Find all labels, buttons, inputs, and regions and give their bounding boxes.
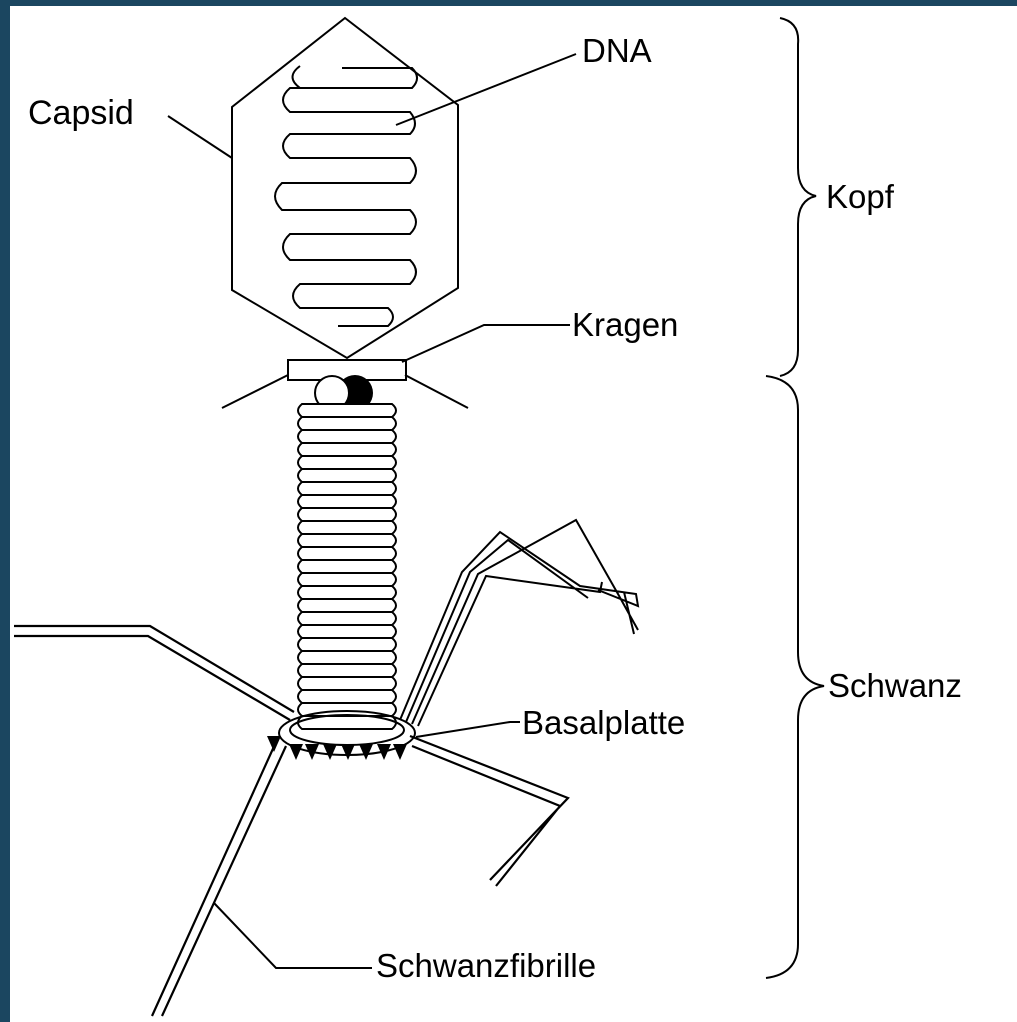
- sheath-ring: [298, 508, 396, 521]
- sheath-ring: [298, 456, 396, 469]
- sheath-ring: [298, 521, 396, 534]
- sheath-ring: [298, 560, 396, 573]
- sheath-ring: [298, 625, 396, 638]
- sheath-ring: [298, 534, 396, 547]
- sheath-ring: [298, 599, 396, 612]
- collar-whisker-right: [405, 375, 468, 408]
- sheath-ring: [298, 482, 396, 495]
- sheath-ring: [298, 430, 396, 443]
- tail-fiber-right-lower: [410, 736, 568, 886]
- label-capsid: Capsid: [28, 94, 134, 132]
- label-schwanzfibrille: Schwanzfibrille: [376, 947, 596, 984]
- sheath-ring: [298, 690, 396, 703]
- sheath-ring: [298, 469, 396, 482]
- tail-fiber-left-lower: [152, 742, 286, 1016]
- sheath-ring: [298, 573, 396, 586]
- baseplate-spike: [359, 744, 373, 760]
- label-dna: DNA: [582, 32, 652, 69]
- leader-capsid: [168, 116, 232, 158]
- label-kopf: Kopf: [826, 178, 895, 215]
- sheath-ring: [298, 677, 396, 690]
- sheath-ring: [298, 495, 396, 508]
- sheath-ring: [298, 417, 396, 430]
- collar-whisker-left: [222, 375, 288, 408]
- label-schwanz: Schwanz: [828, 667, 962, 704]
- leader-kragen: [402, 325, 570, 362]
- sheath-ring: [298, 404, 396, 417]
- baseplate-spike: [323, 744, 337, 760]
- sheath-ring: [298, 612, 396, 625]
- tail-sheath: [298, 404, 396, 729]
- sheath-ring: [298, 586, 396, 599]
- sheath-ring: [298, 547, 396, 560]
- brace-schwanz: [766, 376, 824, 978]
- baseplate-spike: [289, 744, 303, 760]
- dna-strand: [275, 66, 417, 326]
- baseplate-spike: [393, 744, 407, 760]
- sheath-ring: [298, 651, 396, 664]
- leader-schwanzfibrille: [214, 903, 372, 968]
- leader-basalplatte: [416, 722, 520, 737]
- label-basalplatte: Basalplatte: [522, 704, 685, 741]
- baseplate-spikes: [267, 736, 407, 760]
- label-kragen: Kragen: [572, 306, 678, 343]
- sheath-ring: [298, 638, 396, 651]
- sheath-ring: [298, 664, 396, 677]
- tail-fiber-left-upper: [14, 626, 294, 720]
- sheath-ring: [298, 443, 396, 456]
- leader-dna: [396, 54, 576, 125]
- baseplate-spike: [341, 744, 355, 760]
- tail-fiber-right-upper: [400, 520, 638, 726]
- brace-kopf: [780, 18, 816, 376]
